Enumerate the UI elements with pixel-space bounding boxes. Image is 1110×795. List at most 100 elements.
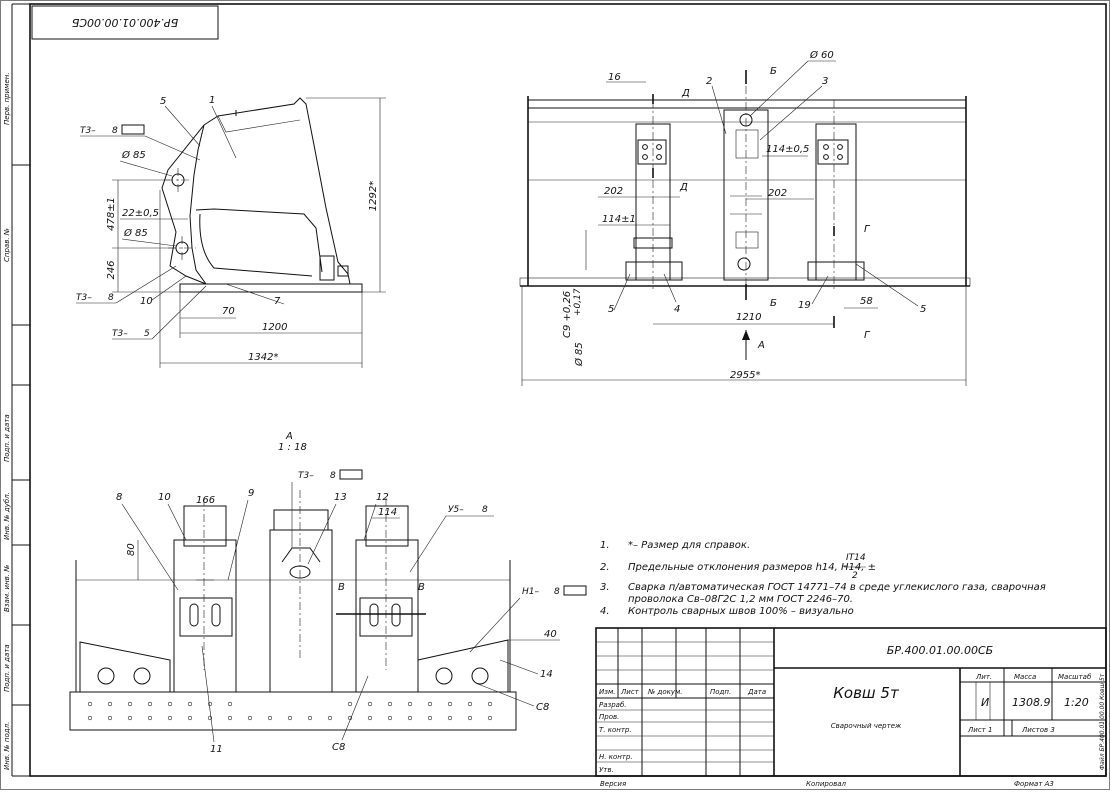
weld-u5-a: У5– bbox=[448, 505, 464, 515]
pos-12-a: 12 bbox=[376, 492, 389, 503]
dim-246: 246 bbox=[106, 260, 117, 279]
margin-sprav: Справ. № bbox=[3, 228, 11, 262]
diam-85-lower: Ø 85 bbox=[123, 227, 148, 239]
dim-c9-lower: +0,17 bbox=[573, 288, 583, 316]
margin-podp-data-2: Подп. и дата bbox=[3, 644, 11, 692]
side-file-label: Файл БР.400.01.00.00 Ковш 5т bbox=[1099, 673, 1106, 770]
section-g-bottom: Г bbox=[864, 330, 871, 341]
pos-5-front-right: 5 bbox=[920, 304, 926, 315]
tb-sheets: Листов 3 bbox=[1021, 726, 1055, 734]
weld-8-top: 8 bbox=[112, 126, 118, 136]
margin-inv-dubl: Инв. № дубл. bbox=[3, 492, 11, 540]
note-2-text: Предельные отклонения размеров h14, H14,… bbox=[628, 562, 876, 573]
view-a: А 1 : 18 bbox=[69, 431, 587, 755]
tb-ndoc: № докум. bbox=[647, 688, 683, 696]
diam-85-upper: Ø 85 bbox=[121, 149, 146, 161]
pos-11-a: 11 bbox=[210, 744, 223, 755]
dim-1210: 1210 bbox=[736, 312, 761, 323]
label-c8-bottom: С8 bbox=[332, 742, 345, 753]
tb-code: БР.400.01.00.00СБ bbox=[887, 644, 993, 657]
margin-podp-data-1: Подп. и дата bbox=[3, 414, 11, 462]
tb-list: Лист bbox=[620, 688, 640, 696]
tb-sheet: Лист 1 bbox=[967, 726, 992, 734]
tb-data: Дата bbox=[747, 688, 766, 696]
pos-8-a: 8 bbox=[116, 492, 122, 503]
tb-lit: И bbox=[981, 696, 989, 709]
pos-2-front: 2 bbox=[706, 76, 712, 87]
note-1-num: 1. bbox=[600, 540, 610, 551]
dim-114-a: 114 bbox=[378, 507, 397, 518]
tb-prov: Пров. bbox=[599, 713, 619, 721]
pos-14-a: 14 bbox=[540, 669, 553, 680]
section-d-top: Д bbox=[681, 88, 690, 99]
dim-58: 58 bbox=[860, 296, 873, 307]
tb-doc-type: Сварочный чертеж bbox=[831, 722, 902, 730]
pos-10-a: 10 bbox=[158, 492, 171, 503]
note-4-num: 4. bbox=[600, 606, 610, 617]
dim-c9: С9 +0,26 bbox=[562, 291, 573, 338]
side-view: 1292* 478±1 246 22±0,5 Ø 85 Ø 85 70 1200… bbox=[76, 95, 386, 368]
code-box-rotated: БР.400.01.00.00СБ bbox=[31, 5, 219, 40]
dim-16: 16 bbox=[608, 72, 621, 83]
weld-8-a-1: 8 bbox=[330, 471, 336, 481]
margin-vzam: Взам. инв. № bbox=[3, 564, 11, 612]
note-3b-text: проволока Св–08Г2С 1,2 мм ГОСТ 2246–70. bbox=[628, 594, 853, 605]
footer-version: Версия bbox=[600, 780, 626, 788]
tb-h-mass: Масса bbox=[1014, 673, 1036, 681]
tb-utv: Утв. bbox=[599, 766, 614, 774]
tb-h-scale: Масштаб bbox=[1058, 673, 1092, 681]
note-3-num: 3. bbox=[600, 582, 610, 593]
margin-perv: Перв. примен. bbox=[3, 72, 11, 125]
tb-mass: 1308.9 bbox=[1012, 696, 1051, 709]
note-1-text: *– Размер для справок. bbox=[628, 540, 750, 551]
weld-8-a-3: 8 bbox=[554, 587, 560, 597]
weld-8-a-2: 8 bbox=[482, 505, 488, 515]
dim-d85-front: Ø 85 bbox=[573, 342, 585, 367]
dim-202-right: 202 bbox=[768, 188, 787, 199]
section-d-bottom: Д bbox=[679, 182, 688, 193]
pos-5-side: 5 bbox=[160, 96, 166, 107]
pos-3-front: 3 bbox=[822, 76, 828, 87]
drawing-frame bbox=[29, 3, 1107, 777]
pos-9-a: 9 bbox=[248, 488, 254, 499]
tb-name: Ковш 5т bbox=[833, 684, 900, 702]
tb-tkontr: Т. контр. bbox=[599, 726, 632, 734]
view-a-scale: 1 : 18 bbox=[278, 442, 307, 453]
footer-copied: Копировал bbox=[806, 780, 847, 788]
note-2-fraction-den: 2 bbox=[852, 571, 858, 581]
bottom-plate bbox=[69, 691, 517, 731]
view-a-arrow-label: А bbox=[757, 340, 765, 351]
dim-d60: Ø 60 bbox=[809, 49, 834, 61]
technical-notes: 1. *– Размер для справок. 2. Предельные … bbox=[600, 540, 1046, 617]
dim-1292: 1292* bbox=[368, 181, 379, 211]
title-block: Изм. Лист № докум. Подп. Дата Разраб. Пр… bbox=[595, 627, 1107, 777]
dim-70: 70 bbox=[222, 306, 235, 317]
pos-13-a: 13 bbox=[334, 492, 347, 503]
weld-t3-mid: Т3– bbox=[76, 293, 92, 303]
pos-10-side: 10 bbox=[140, 296, 153, 307]
weld-5-bottom: 5 bbox=[144, 329, 150, 339]
dim-202-left: 202 bbox=[604, 186, 623, 197]
weld-8-mid: 8 bbox=[108, 293, 114, 303]
dim-114-05: 114±0,5 bbox=[766, 144, 809, 155]
dim-40: 40 bbox=[544, 629, 557, 640]
tb-nkontr: Н. контр. bbox=[599, 753, 633, 761]
note-4-text: Контроль сварных швов 100% – визуально bbox=[628, 606, 854, 617]
left-margin: Перв. примен. Справ. № Подп. и дата Инв.… bbox=[3, 3, 30, 777]
footer-format: Формат А3 bbox=[1014, 780, 1054, 788]
section-b-top: Б bbox=[770, 66, 777, 77]
dim-22: 22±0,5 bbox=[122, 208, 159, 219]
bucket-front-outline bbox=[527, 99, 967, 287]
dim-478: 478±1 bbox=[106, 197, 117, 231]
dim-2955: 2955* bbox=[730, 370, 760, 381]
note-2-num: 2. bbox=[600, 562, 610, 573]
front-view: Б Б Д Д Г Г А 16 Ø 60 114±0,5 202 202 11… bbox=[519, 49, 971, 386]
tb-podp: Подп. bbox=[710, 688, 731, 696]
view-a-title: А bbox=[285, 431, 293, 442]
pos-4-front: 4 bbox=[674, 304, 680, 315]
dim-1200: 1200 bbox=[262, 322, 287, 333]
note-2-fraction-num: IT14 bbox=[846, 553, 866, 563]
